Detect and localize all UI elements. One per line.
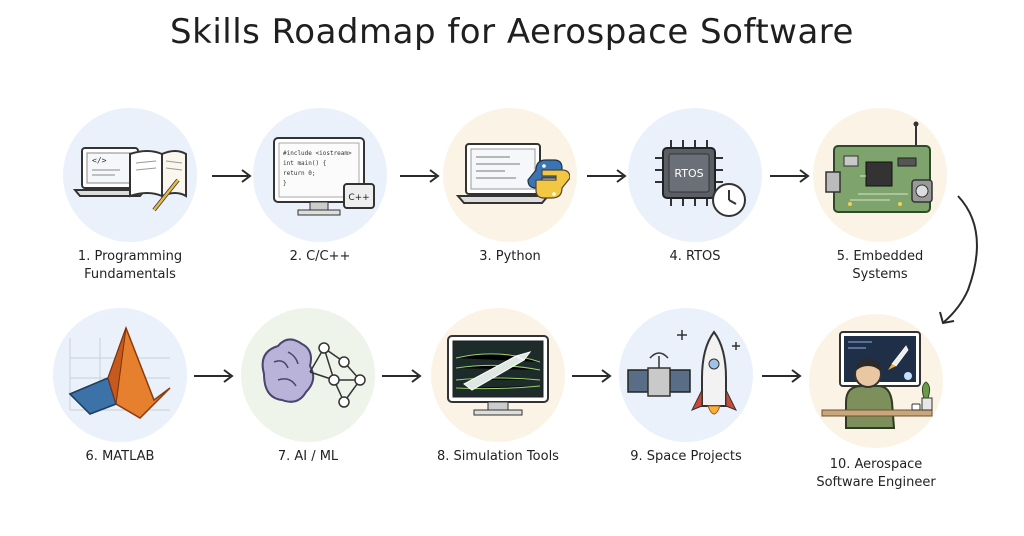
step-label: 5. Embedded Systems <box>836 249 924 282</box>
cpp-badge: C++ <box>348 193 369 203</box>
chip-clock-icon: RTOS <box>655 140 746 217</box>
arrow-right-icon <box>194 369 234 383</box>
step-label: 8. Simulation Tools <box>437 449 559 464</box>
arrow-right-icon <box>762 369 802 383</box>
arrow-right-icon <box>400 169 440 183</box>
monitor-rocket-sim-icon <box>447 335 549 416</box>
arrow-right-icon <box>382 369 422 383</box>
step-label: 3. Python <box>479 249 541 264</box>
arrow-right-icon <box>770 169 810 183</box>
monitor-cpp-icon: #include <iostream> int main() { return … <box>273 137 375 216</box>
code-line: return 0; <box>283 170 316 177</box>
circuit-board-icon <box>825 121 933 213</box>
svg-text:</>: </> <box>92 156 107 165</box>
curved-arrow-down-icon <box>939 195 978 325</box>
step-label: 6. MATLAB <box>85 449 155 464</box>
matlab-surface-icon <box>68 325 171 419</box>
arrow-right-icon <box>212 169 252 183</box>
arrow-right-icon <box>572 369 612 383</box>
code-line: #include <iostream> <box>283 150 352 157</box>
page-title: Skills Roadmap for Aerospace Software <box>170 12 854 52</box>
arrow-right-icon <box>587 169 627 183</box>
code-line: } <box>283 180 287 187</box>
step-label: 1. Programming Fundamentals <box>77 249 183 282</box>
engineer-at-desk-icon <box>821 331 933 429</box>
step-label: 10. Aerospace Software Engineer <box>816 457 936 490</box>
laptop-book-icon: </> <box>72 147 187 212</box>
step-label: 9. Space Projects <box>630 449 742 464</box>
step-label: 2. C/C++ <box>289 249 351 264</box>
chip-text: RTOS <box>674 167 703 180</box>
satellite-rocket-icon <box>627 330 740 415</box>
code-line: int main() { <box>283 160 326 167</box>
brain-network-icon <box>261 338 366 408</box>
step-label: 4. RTOS <box>669 249 721 264</box>
laptop-python-icon <box>455 143 570 204</box>
step-label: 7. AI / ML <box>277 449 339 464</box>
